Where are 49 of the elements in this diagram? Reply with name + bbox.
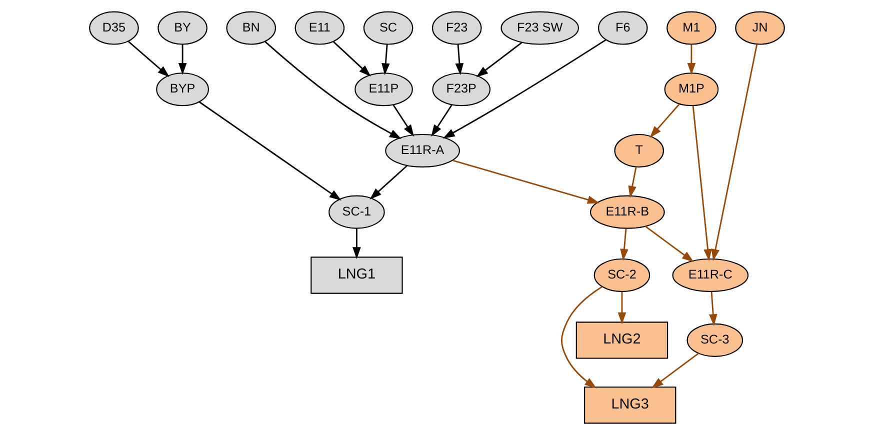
arrow [644, 226, 694, 262]
arrow [476, 42, 522, 78]
arrow [442, 39, 606, 139]
node-ellipse: SC-1 [328, 195, 385, 229]
arrow [618, 292, 626, 324]
arrow [620, 228, 628, 261]
node-ellipse: F23 SW [500, 11, 580, 45]
node-ellipse: F6 [598, 11, 648, 45]
arrow [711, 44, 758, 262]
arrow [128, 40, 170, 78]
arrow [382, 44, 390, 76]
arrow [264, 41, 402, 140]
arrow [692, 106, 712, 262]
node-ellipse: M1 [666, 11, 716, 45]
arrow [687, 44, 696, 75]
node-ellipse: SC [363, 11, 414, 45]
node-ellipse: F23 [432, 11, 482, 45]
node-ellipse: M1P [664, 72, 719, 106]
node-ellipse: T [614, 134, 664, 168]
arrow [651, 352, 699, 388]
node-ellipse: BN [226, 11, 276, 45]
node-ellipse: D35 [89, 11, 139, 45]
node-ellipse: E11R-A [385, 134, 460, 168]
arrow [650, 104, 680, 138]
arrow [352, 228, 361, 260]
node-ellipse: F23P [432, 72, 490, 106]
node-box: LNG1 [310, 256, 403, 294]
node-ellipse: E11R-B [590, 195, 665, 229]
arrow [431, 104, 452, 137]
node-ellipse: E11P [354, 72, 413, 106]
node-ellipse: JN [735, 11, 785, 45]
arrow [560, 286, 602, 388]
arrow [370, 165, 408, 200]
node-box: LNG3 [584, 386, 676, 424]
node-ellipse: E11 [294, 11, 345, 45]
node-ellipse: E11R-C [672, 258, 749, 292]
node-box: LNG2 [576, 322, 668, 359]
arrow [198, 101, 342, 201]
node-ellipse: BYP [156, 72, 209, 106]
arrow [708, 292, 718, 326]
arrow [455, 44, 464, 76]
arrow [628, 166, 637, 198]
node-ellipse: BY [158, 11, 208, 45]
arrow [452, 160, 600, 204]
arrow [332, 41, 371, 77]
node-ellipse: SC-2 [594, 258, 650, 292]
arrow [392, 104, 414, 137]
arrow [178, 44, 187, 75]
node-ellipse: SC-3 [686, 323, 744, 357]
